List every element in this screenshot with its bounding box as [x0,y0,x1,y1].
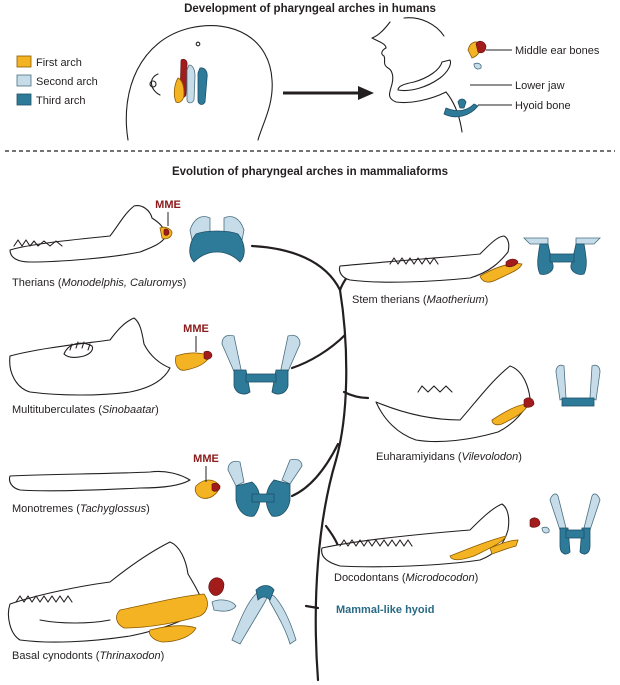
multituberculate-jaw [9,317,213,396]
legend-label-first: First arch [36,57,82,69]
therian-jaw [9,205,173,263]
stem-therian-jaw [338,235,523,283]
monotreme-hyoid [227,458,303,517]
legend: First arch Second arch Third arch [16,55,98,107]
legend-swatch-third [16,93,32,106]
taxon-label-therians: Therians (Monodelphis, Caluromys) [12,277,186,289]
label-lower-jaw: Lower jaw [515,80,565,92]
stem-therian-hyoid [523,237,601,275]
adult-head-illustration [371,17,512,133]
taxon-label-basal-cynodonts: Basal cynodonts (Thrinaxodon) [12,650,164,662]
legend-label-second: Second arch [36,76,98,88]
multituberculate-hyoid [221,334,301,395]
taxon-label-monotremes: Monotremes (Tachyglossus) [12,503,150,515]
taxon-label-stem-therians: Stem therians (Maotherium) [352,294,488,306]
euharamiyidan-hyoid [555,364,601,407]
docodontan-jaw [321,503,550,568]
mme-label-multituberculates: MME [183,323,209,335]
taxon-label-euharamiyidans: Euharamiyidans (Vilevolodon) [376,451,522,463]
embryo-illustration [125,25,273,141]
label-middle-ear-bones: Middle ear bones [515,45,600,57]
taxon-label-multituberculates: Multituberculates (Sinobaatar) [12,404,159,416]
therian-hyoid [189,216,245,263]
mammal-like-hyoid-label: Mammal-like hyoid [336,604,434,616]
euharamiyidan-jaw [375,365,535,443]
taxon-label-docodontans: Docodontans (Microdocodon) [334,572,478,584]
mme-label-monotremes: MME [193,453,219,465]
development-arrow [283,86,374,100]
top-title: Development of pharyngeal arches in huma… [184,3,436,15]
label-hyoid-bone: Hyoid bone [515,100,571,112]
basal-cynodont-hyoid [231,585,297,645]
monotreme-jaw [8,466,221,499]
bottom-title: Evolution of pharyngeal arches in mammal… [172,166,448,178]
phylogenetic-tree [250,244,370,682]
docodontan-hyoid [549,493,601,555]
basal-cynodont-skull [7,541,237,643]
legend-label-third: Third arch [36,95,86,107]
legend-swatch-second [16,74,32,87]
mme-label-therians: MME [155,199,181,211]
legend-swatch-first [16,55,32,68]
